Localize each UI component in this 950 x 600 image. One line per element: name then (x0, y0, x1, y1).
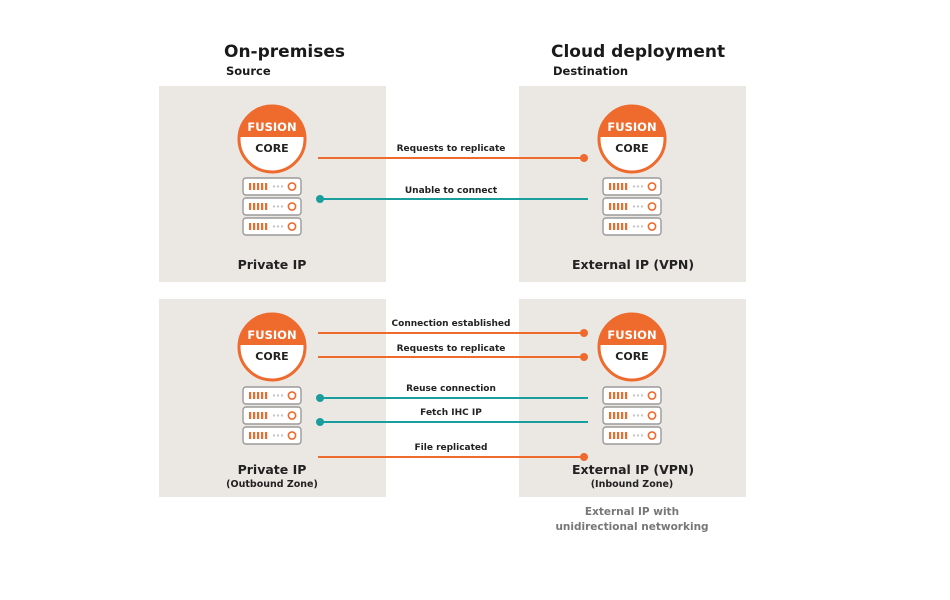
connection-label-fetch: Fetch IHC IP (420, 408, 482, 418)
note-line-2: unidirectional networking (555, 521, 709, 533)
bottom-connection-line-4 (318, 453, 588, 461)
bottom-right-node-label: External IP (VPN) (572, 462, 695, 477)
fusion-core-badge-top-right: FUSION CORE (597, 104, 667, 174)
top-connection-line-1 (316, 195, 588, 203)
connections-layer (316, 154, 588, 461)
on-premises-heading: On-premises (224, 42, 346, 62)
server-stack-top-left (242, 177, 302, 236)
fusion-core-badge-bottom-right: FUSION CORE (597, 312, 667, 382)
connection-label-reuse: Reuse connection (406, 384, 496, 394)
top-connection-line-0 (318, 154, 588, 162)
server-stack-bottom-right (602, 386, 662, 445)
badge-core-text: CORE (255, 142, 288, 155)
fusion-core-badge-bottom-left: FUSION CORE (237, 312, 307, 382)
top-right-node-label: External IP (VPN) (572, 257, 695, 272)
unidirectional-note: External IP with unidirectional networki… (537, 505, 727, 535)
bottom-right-zone-label: (Inbound Zone) (590, 479, 674, 490)
note-line-1: External IP with (584, 506, 680, 518)
badge-fusion-text: FUSION (607, 328, 656, 342)
badge-fusion-text: FUSION (607, 120, 656, 134)
connection-label-file: File replicated (414, 443, 488, 453)
badge-fusion-text: FUSION (247, 120, 296, 134)
badge-core-text: CORE (615, 142, 648, 155)
cloud-deployment-heading: Cloud deployment (551, 42, 726, 62)
badge-core-text: CORE (255, 350, 288, 363)
source-subheading: Source (226, 64, 271, 78)
fusion-core-badge-top-left: FUSION CORE (237, 104, 307, 174)
connection-label-requests-bottom: Requests to replicate (396, 344, 506, 354)
bottom-left-zone-label: (Outbound Zone) (226, 479, 318, 490)
destination-subheading: Destination (553, 64, 629, 78)
bottom-connection-line-2 (316, 394, 588, 402)
server-stack-top-right (602, 177, 662, 236)
bottom-connection-line-3 (316, 418, 588, 426)
bottom-connection-line-0 (318, 329, 588, 337)
connection-label-unable: Unable to connect (404, 186, 498, 196)
connection-label-established: Connection established (391, 319, 511, 329)
top-left-node-label: Private IP (237, 257, 307, 272)
connection-label-requests-top: Requests to replicate (396, 144, 506, 154)
bottom-connection-line-1 (318, 353, 588, 361)
server-stack-bottom-left (242, 386, 302, 445)
servers-layer (242, 177, 662, 445)
badge-core-text: CORE (615, 350, 648, 363)
badge-fusion-text: FUSION (247, 328, 296, 342)
bottom-left-node-label: Private IP (237, 462, 307, 477)
